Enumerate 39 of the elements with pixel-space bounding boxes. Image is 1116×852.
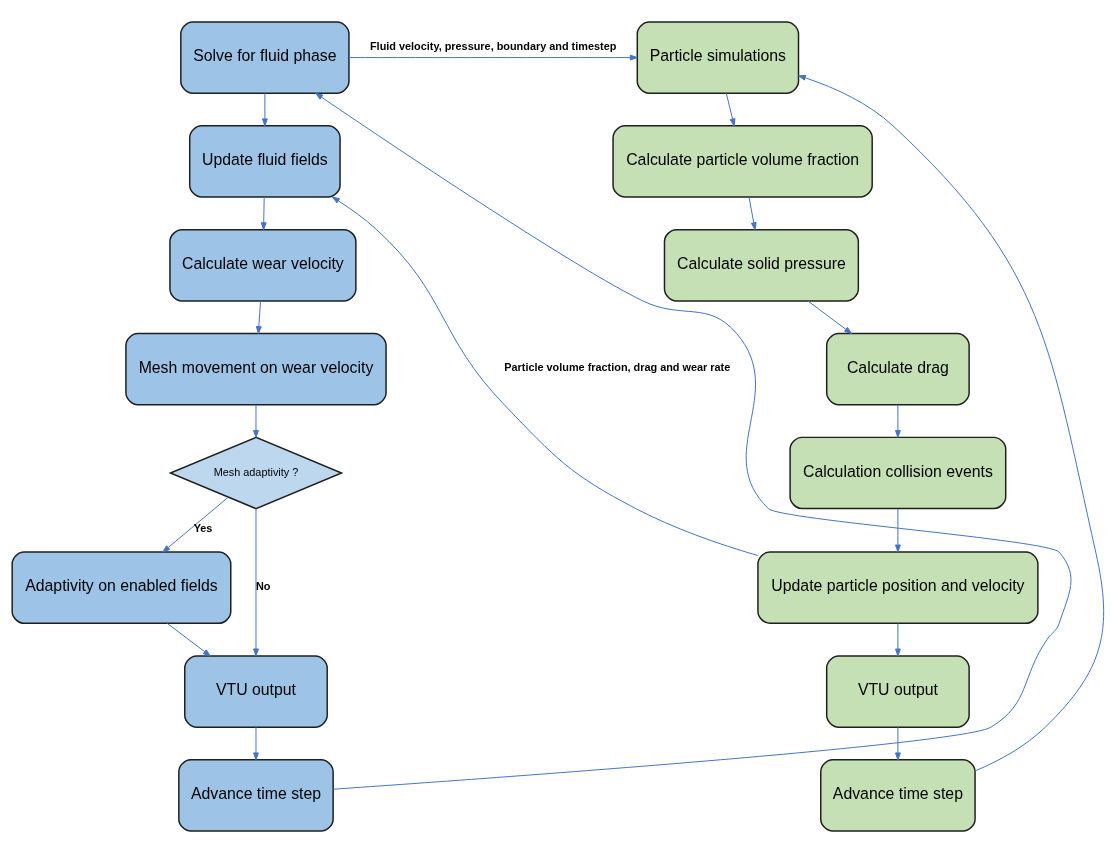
arrow: [162, 496, 229, 553]
node-box: Advance time step: [178, 758, 334, 832]
arrow: [725, 92, 736, 126]
arrow: [253, 403, 259, 438]
arrow: [798, 74, 1104, 771]
node-box: Update particle position and velocity: [757, 550, 1039, 624]
arrow: [331, 196, 759, 556]
node-box: Adaptivity on enabled fields: [11, 550, 232, 624]
node-diamond: Mesh adaptivity ?: [168, 436, 344, 509]
node-box: Mesh movement on wear velocity: [125, 332, 387, 405]
edge-label: No: [255, 579, 271, 591]
arrow: [748, 196, 757, 230]
arrow: [253, 726, 259, 760]
arrow: [260, 196, 267, 230]
edge-label: Yes: [193, 521, 213, 534]
edge-label: Fluid velocity, pressure, boundary and timestep: [369, 39, 617, 52]
node-box: Calculate wear velocity: [169, 228, 357, 302]
arrow: [348, 54, 638, 60]
arrow: [895, 726, 901, 760]
arrow: [895, 622, 901, 656]
arrow: [166, 622, 211, 656]
node-box: VTU output: [825, 654, 970, 728]
node-box: Calculate particle volume fraction: [612, 124, 873, 198]
arrow: [895, 507, 901, 552]
node-box: Calculate solid pressure: [663, 228, 860, 302]
edge-label: Particle volume fraction, drag and wear rate: [504, 360, 731, 373]
node-box: Advance time step: [820, 758, 976, 832]
arrow: [807, 300, 853, 334]
node-box: VTU output: [184, 654, 328, 728]
node-box: Particle simulations: [636, 20, 800, 94]
node-box: Calculate drag: [825, 332, 970, 405]
arrow: [261, 92, 268, 126]
node-box: Calculation collision events: [789, 436, 1007, 509]
node-box: Solve for fluid phase: [180, 20, 350, 94]
arrow: [255, 300, 262, 334]
node-box: Update fluid fields: [188, 124, 341, 198]
arrow: [315, 92, 1072, 790]
arrow: [253, 507, 259, 656]
arrow: [895, 403, 901, 438]
